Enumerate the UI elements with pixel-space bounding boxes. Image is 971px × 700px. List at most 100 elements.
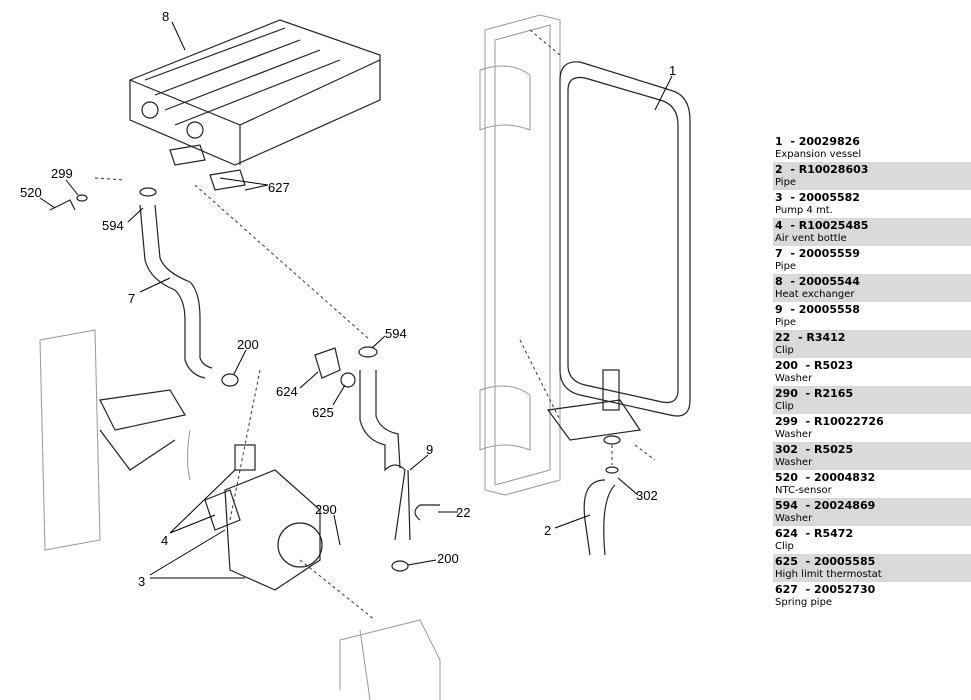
callout-594-left: 594: [102, 218, 124, 233]
back-frame-right: [479, 14, 561, 496]
part-code: 20005582: [798, 191, 860, 204]
callout-627: 627: [268, 180, 290, 195]
part-code: R2165: [814, 387, 854, 400]
hydraulic-block: [339, 619, 441, 700]
callout-7: 7: [128, 291, 135, 306]
callout-290: 290: [315, 502, 337, 517]
part-description: Washer: [775, 429, 813, 440]
callout-594-right: 594: [385, 326, 407, 341]
part-description: Spring pipe: [775, 597, 833, 608]
leader-lines: [39, 21, 673, 579]
part-number: 2: [775, 163, 783, 176]
part-code: R10022726: [814, 415, 884, 428]
part-code: 20005585: [814, 555, 876, 568]
part-number: 8: [775, 275, 783, 288]
part-code: R5472: [814, 527, 854, 540]
part-number: 4: [775, 219, 783, 232]
part-number: 200: [775, 359, 798, 372]
part-number: 290: [775, 387, 798, 400]
part-number-code: 3 - 20005582: [775, 191, 860, 204]
part-number-code: 9 - 20005558: [775, 303, 860, 316]
part-code: 20029826: [798, 135, 860, 148]
part-number: 625: [775, 555, 798, 568]
part-number-code: 624 - R5472: [775, 527, 854, 540]
part-number-code: 627 - 20052730: [775, 583, 876, 596]
washer-299: [76, 194, 88, 202]
part-code: R10028603: [798, 163, 869, 176]
spring-pipe-627: [169, 144, 246, 191]
part-code: R5023: [814, 359, 854, 372]
part-number-code: 625 - 20005585: [775, 555, 876, 568]
part-number: 3: [775, 191, 783, 204]
part-number-code: 7 - 20005559: [775, 247, 860, 260]
washer-200-bottom: [391, 560, 409, 572]
callout-520: 520: [20, 185, 42, 200]
part-number: 299: [775, 415, 798, 428]
part-number: 520: [775, 471, 798, 484]
part-code: 20004832: [814, 471, 876, 484]
callout-9: 9: [426, 442, 433, 457]
part-number: 1: [775, 135, 783, 148]
part-description: Pipe: [775, 177, 797, 188]
part-description: Clip: [775, 401, 794, 412]
part-number-code: 1 - 20029826: [775, 135, 860, 148]
callout-200-top: 200: [237, 337, 259, 352]
part-number: 624: [775, 527, 798, 540]
callout-625: 625: [312, 405, 334, 420]
part-number: 594: [775, 499, 798, 512]
part-description: Pipe: [775, 317, 797, 328]
part-number-code: 22 - R3412: [775, 331, 846, 344]
callout-299: 299: [51, 166, 73, 181]
part-description: Washer: [775, 373, 813, 384]
part-description: Expansion vessel: [775, 149, 862, 160]
part-description: Clip: [775, 541, 794, 552]
part-description: Clip: [775, 345, 794, 356]
part-code: R10025485: [798, 219, 869, 232]
callout-4: 4: [161, 533, 168, 548]
part-number-code: 290 - R2165: [775, 387, 854, 400]
part-code: 20005559: [798, 247, 860, 260]
washer-594-right: [358, 346, 378, 358]
part-description: Air vent bottle: [775, 233, 847, 244]
pump: [204, 444, 323, 591]
part-description: Washer: [775, 513, 813, 524]
pipe-2: [583, 479, 616, 556]
part-description: NTC-sensor: [775, 485, 832, 496]
part-number-code: 200 - R5023: [775, 359, 854, 372]
part-description: High limit thermostat: [775, 569, 882, 580]
part-number-code: 2 - R10028603: [775, 163, 869, 176]
callout-200-bottom: 200: [437, 551, 459, 566]
part-number-code: 299 - R10022726: [775, 415, 884, 428]
part-code: R3412: [806, 331, 846, 344]
clip-624: [314, 347, 341, 379]
part-code: R5025: [814, 443, 854, 456]
part-number: 9: [775, 303, 783, 316]
callout-3: 3: [138, 574, 145, 589]
part-number-code: 4 - R10025485: [775, 219, 869, 232]
part-number: 22: [775, 331, 791, 344]
ntc-sensor: [49, 199, 76, 211]
pipe-9: [359, 370, 411, 541]
part-description: Heat exchanger: [775, 289, 855, 300]
washer-594-left: [139, 187, 157, 197]
callout-302: 302: [636, 488, 658, 503]
part-number-code: 8 - 20005544: [775, 275, 860, 288]
